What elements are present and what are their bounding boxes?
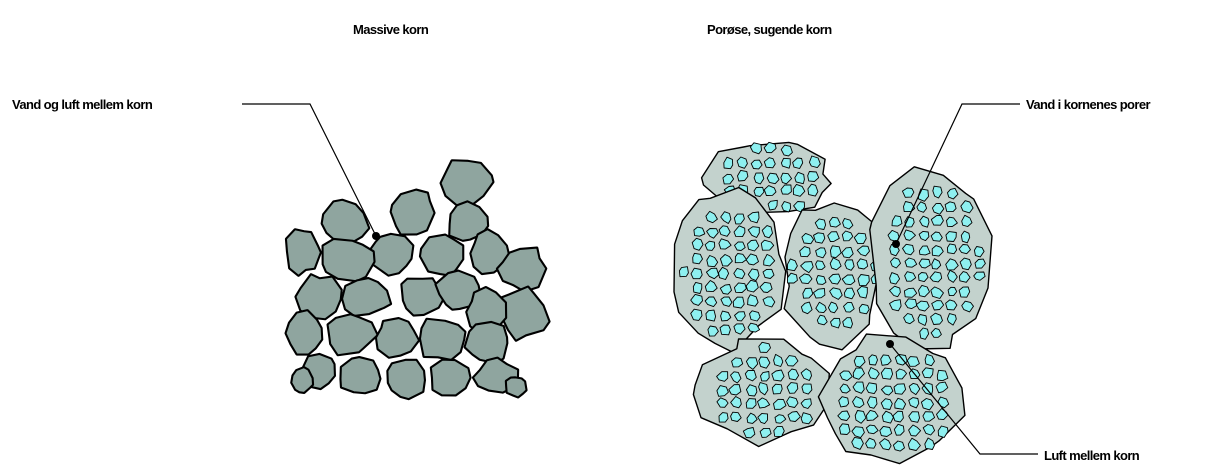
- water-filled-pore: [947, 244, 956, 254]
- water-filled-pore: [732, 358, 743, 367]
- solid-grain-cluster: [286, 161, 549, 399]
- water-filled-pore: [961, 231, 969, 243]
- water-filled-pore: [959, 287, 970, 297]
- water-filled-pore: [693, 282, 702, 293]
- solid-grain: [376, 319, 418, 358]
- water-filled-pore: [857, 259, 868, 269]
- water-filled-pore: [839, 397, 849, 407]
- water-filled-pore: [706, 310, 716, 321]
- solid-grain: [343, 279, 391, 316]
- porous-grain-cluster: [674, 142, 992, 463]
- water-filled-pore: [750, 311, 761, 321]
- water-filled-pore: [880, 426, 892, 436]
- solid-grain: [420, 319, 465, 359]
- porous-grain: [870, 167, 992, 349]
- water-filled-pore: [720, 325, 730, 335]
- water-filled-pore: [869, 355, 878, 365]
- water-filled-pore: [782, 202, 791, 212]
- solid-grain: [341, 358, 380, 393]
- water-filled-pore: [844, 288, 854, 299]
- water-filled-pore: [814, 233, 825, 243]
- label-water-in-pores: Vand i kornenes porer: [1026, 97, 1150, 112]
- water-filled-pore: [858, 275, 869, 286]
- label-water-air-between-grains: Vand og luft mellem korn: [12, 97, 152, 112]
- panel-title-porous: Porøse, sugende korn: [707, 22, 832, 37]
- water-filled-pore: [746, 399, 756, 409]
- water-filled-pore: [946, 232, 956, 242]
- panel-title-massive: Massive korn: [353, 22, 428, 37]
- water-filled-pore: [774, 427, 785, 437]
- label-air-between-grains: Luft mellem korn: [1044, 448, 1139, 463]
- water-filled-pore: [945, 202, 956, 212]
- water-filled-pore: [679, 267, 688, 277]
- marker-air-between: [886, 340, 894, 348]
- marker-water-pores: [892, 240, 900, 248]
- water-filled-pore: [763, 269, 774, 278]
- marker-water-air: [372, 232, 380, 240]
- water-filled-pore: [737, 157, 747, 168]
- water-filled-pore: [772, 384, 782, 394]
- water-filled-pore: [859, 304, 869, 314]
- water-filled-pore: [840, 424, 851, 435]
- solid-grain: [323, 239, 374, 280]
- water-filled-pore: [907, 357, 919, 367]
